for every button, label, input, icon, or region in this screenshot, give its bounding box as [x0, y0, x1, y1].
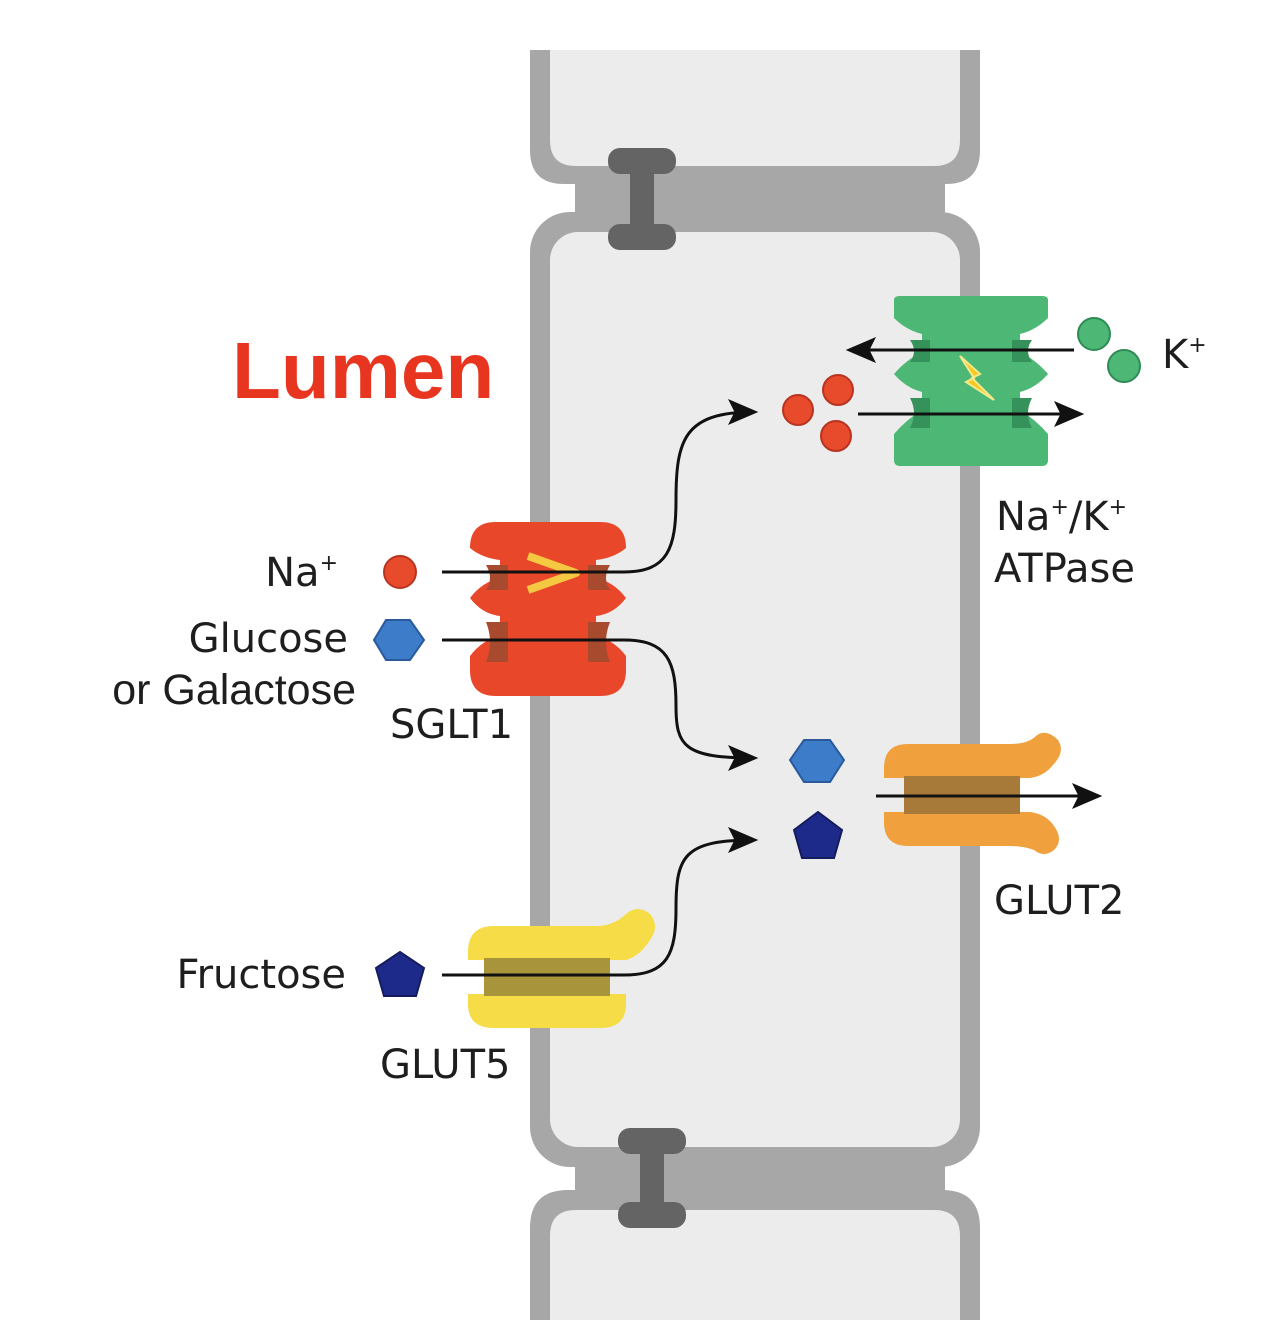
sodium-uptake-arrow	[442, 399, 759, 574]
fructose-label: Fructose	[177, 952, 347, 998]
glut5-label: GLUT5	[380, 1042, 510, 1088]
sglt1-transporter	[470, 522, 626, 696]
lower-neighbor-cell	[530, 1190, 980, 1320]
lightning-bolt-icon	[959, 355, 995, 401]
galactose-label: or Galactose	[112, 666, 356, 714]
fructose-lumen-icon	[374, 950, 426, 997]
glut2-label: GLUT2	[994, 878, 1124, 924]
potassium-label: K+	[1162, 332, 1207, 378]
transport-arrows	[442, 337, 1103, 977]
fructose-intracellular-icon	[792, 810, 844, 859]
sglt1-label: SGLT1	[390, 702, 513, 748]
glut2-transporter	[884, 732, 1061, 854]
sodium-ion-lumen	[383, 555, 417, 589]
glut5-transporter	[468, 909, 655, 1028]
glucose-uptake-arrow	[442, 638, 759, 771]
glucose-lumen-icon	[372, 619, 426, 661]
glucose-intracellular-icon	[788, 739, 846, 783]
fructose-uptake-arrow	[442, 827, 759, 977]
tight-junction-icon	[608, 148, 676, 250]
glucose-label: Glucose	[189, 616, 348, 662]
sodium-label: Na+	[265, 550, 338, 596]
lumen-label: Lumen	[232, 326, 494, 415]
potassium-ions	[1077, 317, 1141, 383]
atpase-label-line1: Na+/K+	[996, 494, 1127, 540]
sodium-ions-intracellular	[782, 374, 854, 452]
na-k-atpase-pump	[894, 296, 1048, 466]
atpase-label-line2: ATPase	[994, 546, 1135, 592]
upper-neighbor-cell	[530, 50, 980, 184]
tight-junction-icon	[618, 1128, 686, 1228]
